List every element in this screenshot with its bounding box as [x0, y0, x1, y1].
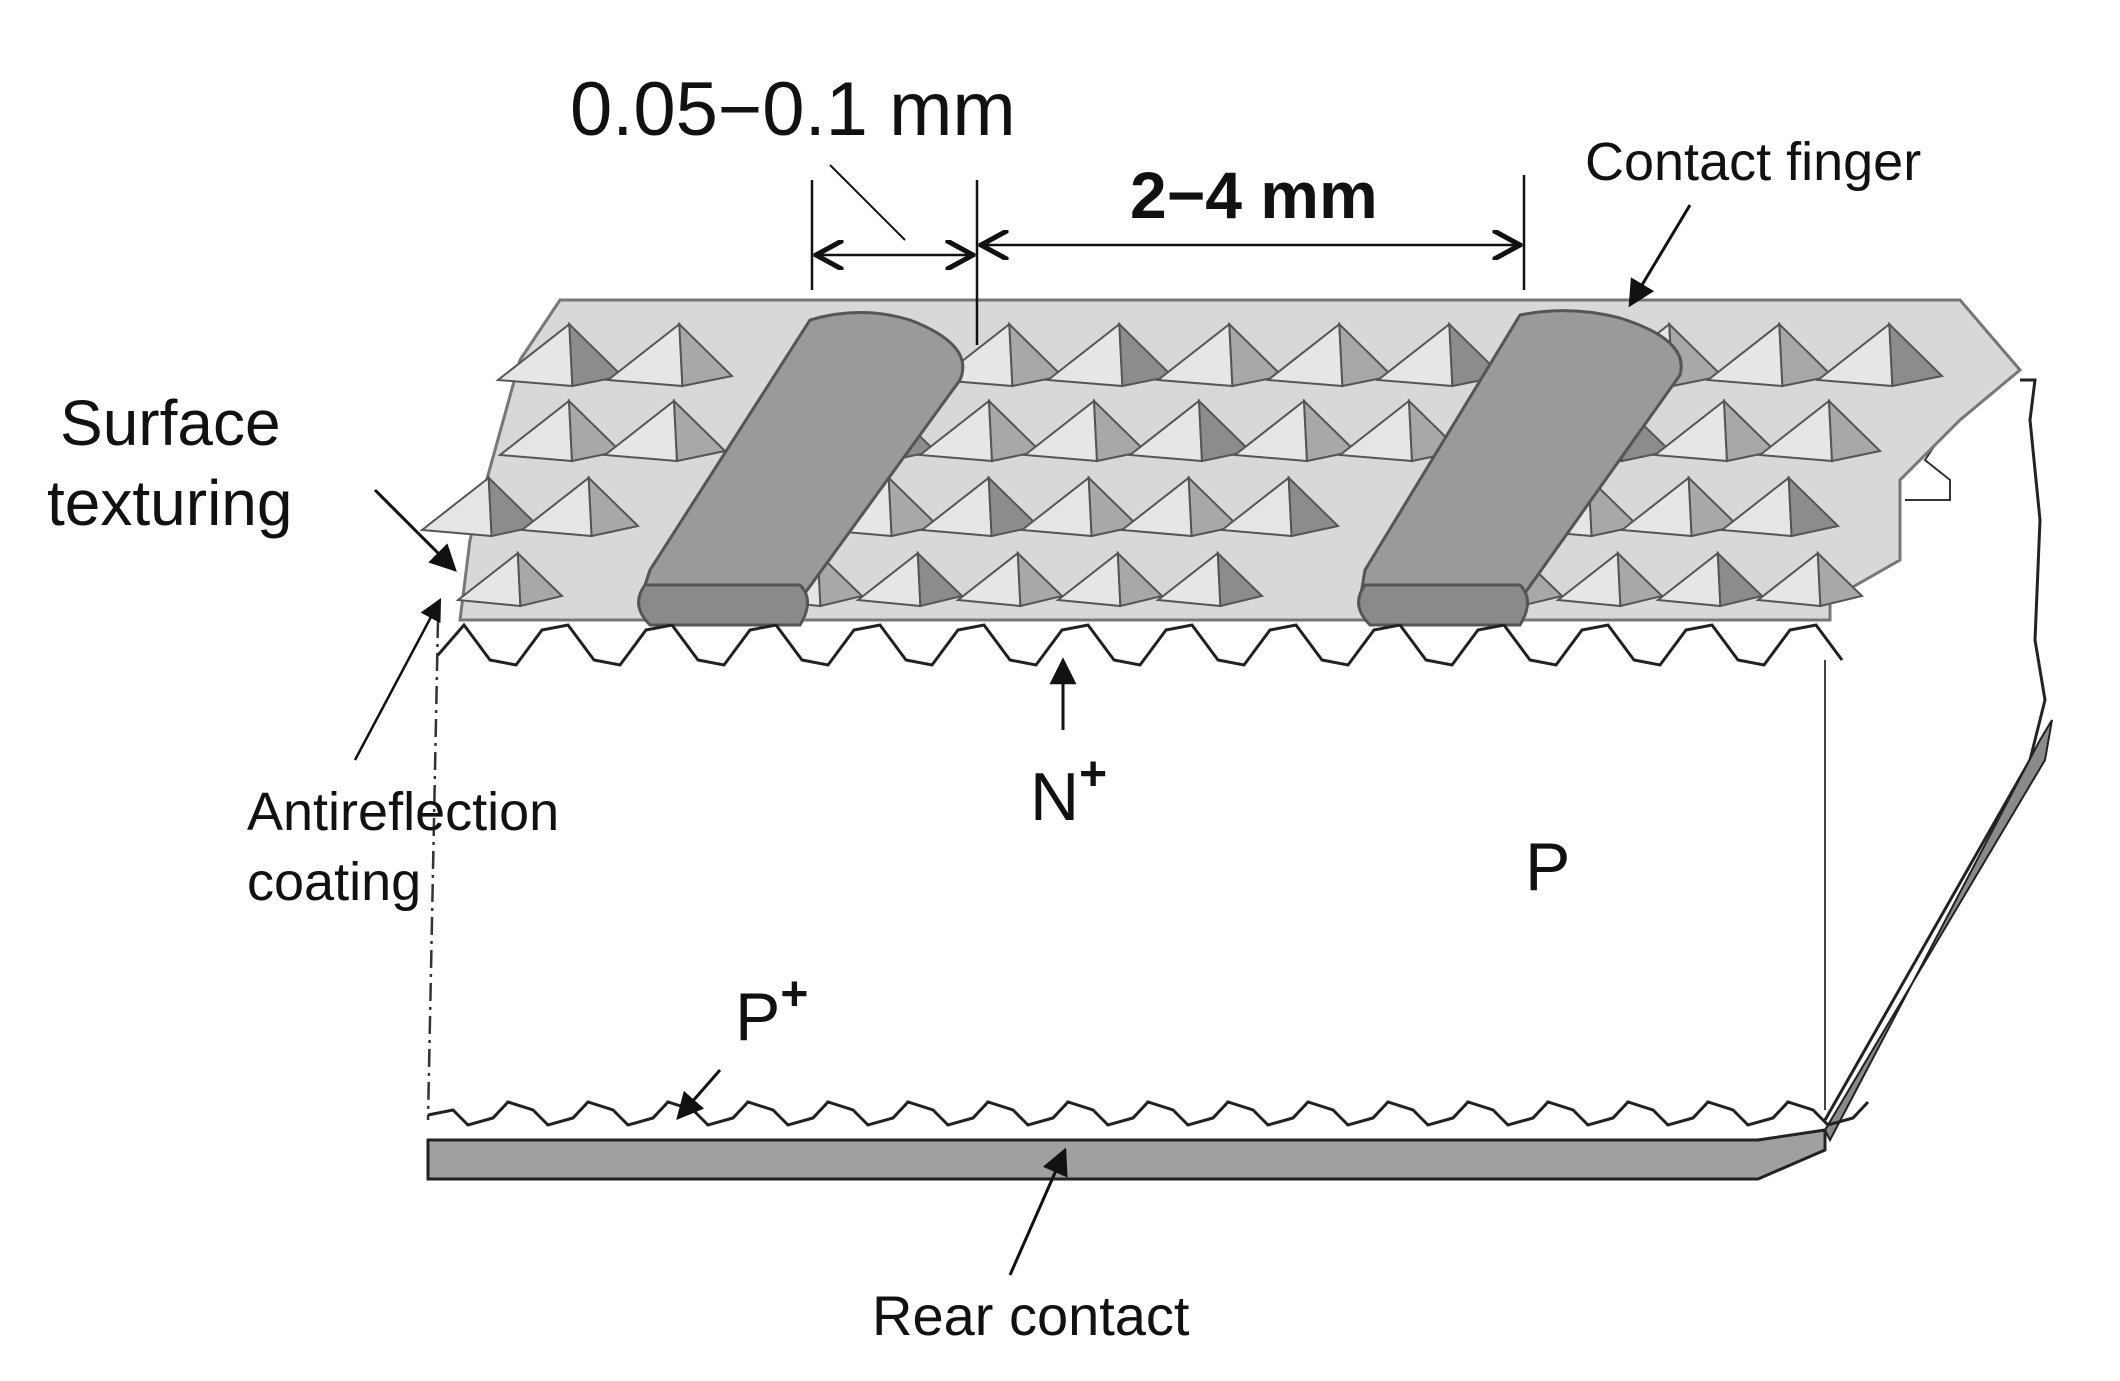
pyramid-face-dark — [1197, 398, 1253, 463]
pyramid-face-dark — [1287, 475, 1341, 538]
pyramid-face-dark — [1338, 321, 1395, 388]
side-rear-contact — [1823, 719, 2053, 1143]
n-plus-label: N+ — [1030, 748, 1107, 835]
pyramid-face-dark — [1722, 398, 1778, 463]
pyramid-face-dark — [1302, 398, 1358, 463]
pyramid-face-dark — [1827, 398, 1883, 463]
pyramid-face-dark — [672, 398, 728, 463]
pyramid-face-dark — [1228, 321, 1285, 388]
surface-texturing-label-line1: Surface — [60, 387, 281, 459]
pyramid-face-dark — [987, 475, 1041, 538]
pyramid-face-dark — [1092, 398, 1148, 463]
pyramid-face-dark — [1716, 550, 1765, 608]
pyramid-face-dark — [1116, 550, 1165, 608]
pyramid-face-dark — [916, 550, 965, 608]
pyramid-face-dark — [887, 475, 941, 538]
pyramid-face-dark — [568, 321, 625, 388]
p-plus-label: P+ — [735, 968, 808, 1055]
pyramid-face-light — [495, 322, 574, 388]
pyramid-face-dark — [487, 475, 541, 538]
contact-finger-label: Contact finger — [1585, 132, 1921, 192]
pyramid-face-dark — [1087, 475, 1141, 538]
contact-finger-leader — [1628, 204, 1692, 308]
pyramid-face-dark — [1216, 550, 1265, 608]
p-plus-layer-line — [427, 1100, 1870, 1127]
pyramid-face-dark — [567, 398, 623, 463]
finger-width-pointer — [829, 164, 906, 241]
antireflection-label-line1: Antireflection — [247, 782, 559, 842]
leader-arrows — [353, 204, 1692, 1276]
pyramid-face-dark — [1616, 550, 1665, 608]
pyramid-face-dark — [987, 398, 1043, 463]
pyramid-face-dark — [1687, 475, 1741, 538]
contact-finger-1 — [637, 311, 965, 627]
rear-contact-label: Rear contact — [872, 1284, 1190, 1347]
contact-finger-2 — [1357, 309, 1683, 627]
antireflection-leader — [353, 598, 442, 761]
finger-width-label: 0.05−0.1 mm — [570, 67, 1016, 152]
pyramid-face-dark — [516, 550, 565, 608]
pyramid-face-light — [419, 475, 493, 538]
block-left-edge — [426, 619, 440, 1121]
pyramid-face-dark — [587, 475, 641, 538]
rear-contact-leader — [1008, 1147, 1068, 1276]
pyramid-face-dark — [1816, 550, 1865, 608]
n-plus-junction-line — [436, 622, 1844, 667]
pyramid-face-dark — [678, 321, 735, 388]
pyramid-face-dark — [1187, 475, 1241, 538]
pyramid-face-dark — [1888, 321, 1945, 388]
antireflection-label-line2: coating — [247, 852, 421, 912]
rear-contact-layer — [426, 1128, 1827, 1181]
finger-spacing-label: 2−4 mm — [1130, 158, 1378, 232]
pyramid-face-dark — [1016, 550, 1065, 608]
pyramid-face-dark — [1587, 475, 1641, 538]
pyramid-face-dark — [816, 550, 865, 608]
pyramid-face-dark — [1118, 321, 1175, 388]
pyramid-face-dark — [1787, 475, 1841, 538]
surface-texturing-leader — [373, 488, 457, 572]
pyramid-face-dark — [1008, 321, 1065, 388]
p-region-label: P — [1525, 829, 1570, 905]
dimension-lines — [810, 164, 1526, 345]
surface-texturing-label-line2: texturing — [47, 467, 292, 539]
p-plus-leader — [676, 1069, 722, 1121]
pyramid-face-dark — [1778, 321, 1835, 388]
